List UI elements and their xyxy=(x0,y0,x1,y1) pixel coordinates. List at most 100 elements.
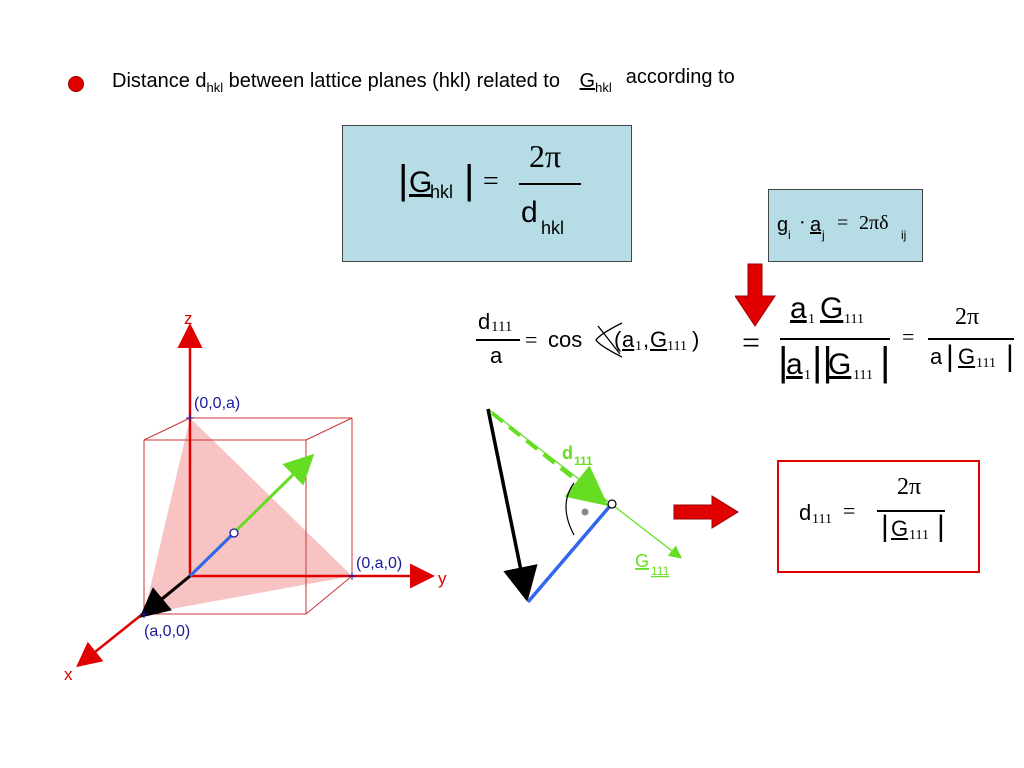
result-bar-right: | xyxy=(937,510,945,543)
g111-sub: 111 xyxy=(651,564,670,578)
headline-text-2: between lattice planes (hkl) related to xyxy=(223,70,566,92)
point-x-label: (a,0,0) xyxy=(144,623,190,640)
recip-a-sub: j xyxy=(822,228,825,242)
point-y-label: (0,a,0) xyxy=(356,555,402,572)
cube-diagram: z y x (0,0,a) (0,a,0) (a,0,0) xyxy=(64,309,447,684)
angle-dot xyxy=(581,508,589,516)
main-G-sub: hkl xyxy=(430,182,454,202)
axis-ticks xyxy=(140,414,356,618)
black-side xyxy=(486,408,538,602)
ratio-bar-1: | xyxy=(778,340,789,384)
point-z-label: (0,0,a) xyxy=(194,395,240,412)
headline-text-1: Distance d xyxy=(112,70,207,92)
main-numerator: 2π xyxy=(529,138,562,174)
z-label: z xyxy=(184,309,193,328)
lattice-plane xyxy=(144,418,352,614)
result-G: G xyxy=(891,516,909,541)
ratio-num-G-sub: 111 xyxy=(844,312,864,327)
main-G: G xyxy=(409,166,433,199)
abs-bar-left: | xyxy=(398,158,409,202)
cos-num-sub: 111 xyxy=(491,319,513,335)
main-den-sub: hkl xyxy=(541,218,565,238)
cos-comma: , xyxy=(643,327,650,352)
cos-a: a xyxy=(622,327,635,352)
result-equals: = xyxy=(843,498,856,523)
result-d-sub: 111 xyxy=(812,512,832,527)
cos-num-d: d xyxy=(478,309,491,334)
blue-side xyxy=(526,504,612,604)
ratio-den-G: G xyxy=(828,348,852,381)
ratio-rhs-den-G-sub: 111 xyxy=(976,356,996,371)
blue-vector xyxy=(188,531,236,578)
y-label: y xyxy=(438,569,447,588)
ratio-bar-4: | xyxy=(946,340,954,373)
right-angle-point xyxy=(607,499,617,509)
recip-equals: = xyxy=(837,212,849,234)
ratio-fraction-line-2 xyxy=(928,338,1014,340)
abs-bar-right: | xyxy=(464,158,475,202)
cos-fraction-line xyxy=(476,339,520,341)
angle-icon xyxy=(595,322,623,358)
ratio-den-a: a xyxy=(786,348,803,381)
cos-a-sub: 1 xyxy=(635,339,642,354)
recip-rhs-sub: ij xyxy=(901,228,907,242)
ratio-num-a: a xyxy=(790,292,807,325)
recip-g-sub: i xyxy=(788,228,791,242)
result-fraction-line xyxy=(877,510,945,512)
main-fraction-line xyxy=(519,183,581,185)
result-G-sub: 111 xyxy=(909,528,929,543)
headline: Distance dhkl between lattice planes (hk… xyxy=(112,66,735,95)
ratio-rhs-den-G: G xyxy=(958,344,976,369)
result-d: d xyxy=(799,500,812,525)
headline-vector: G xyxy=(579,70,596,92)
cos-den-a: a xyxy=(490,343,503,368)
right-arrow-icon xyxy=(673,495,739,529)
d111-sub: 111 xyxy=(574,454,593,468)
headline-text-3: according to xyxy=(625,66,735,88)
result-num: 2π xyxy=(897,474,922,500)
cos-paren-open: ( xyxy=(614,327,622,352)
angle-arc xyxy=(565,482,575,536)
cos-G: G xyxy=(650,327,668,352)
foot-point xyxy=(229,528,239,538)
d111-dashed xyxy=(490,411,609,506)
ratio-bar-3: | xyxy=(880,340,891,384)
cos-G-sub: 111 xyxy=(667,339,687,354)
cos-paren-close: ) xyxy=(692,327,700,352)
ratio-fraction-line-1 xyxy=(780,338,890,340)
cos-formula: d 111 a = cos ( a 1 , G 111 ) xyxy=(470,305,720,375)
d111-label: d xyxy=(562,443,573,463)
ratio-num-G: G xyxy=(820,292,844,325)
cos-equals: = xyxy=(525,327,538,352)
triangle-diagram: d 111 G 111 xyxy=(486,408,683,604)
main-equals: = xyxy=(483,166,499,197)
ratio-num-a-sub: 1 xyxy=(808,312,815,327)
ratio-bar-2: || xyxy=(812,340,833,384)
cos-word: cos xyxy=(548,327,583,352)
headline-sub-1: hkl xyxy=(206,80,224,95)
black-vector xyxy=(139,574,191,618)
ratio-den-a-sub: 1 xyxy=(804,368,811,383)
ratio-rhs-num: 2π xyxy=(955,304,980,330)
reciprocal-formula-box: g i · a j = 2πδ ij xyxy=(768,189,923,262)
recip-g: g xyxy=(777,214,789,236)
ratio-equals-2: = xyxy=(902,324,915,349)
recip-a: a xyxy=(810,214,822,236)
g111-label: G xyxy=(635,551,649,571)
ratio-bar-5: | xyxy=(1006,340,1014,373)
cube-edges xyxy=(143,417,353,615)
recip-dot: · xyxy=(799,212,806,234)
ratio-den-G-sub: 111 xyxy=(853,368,873,383)
bullet-icon xyxy=(68,76,84,92)
ratio-formula: = a 1 G 111 | a 1 || G 111 | = 2π a | G … xyxy=(740,290,1020,400)
down-arrow-icon xyxy=(735,263,776,327)
recip-rhs: 2πδ xyxy=(859,212,889,234)
ratio-equals-1: = xyxy=(742,324,761,360)
ratio-rhs-den-a: a xyxy=(930,344,943,369)
main-den-d: d xyxy=(521,196,538,229)
main-formula-box: | G hkl | = 2π d hkl xyxy=(342,125,632,262)
x-label: x xyxy=(64,665,73,684)
result-formula-box: d 111 = 2π | G 111 | xyxy=(777,460,980,573)
headline-sub-2: hkl xyxy=(595,80,612,95)
result-bar-left: | xyxy=(881,510,889,543)
